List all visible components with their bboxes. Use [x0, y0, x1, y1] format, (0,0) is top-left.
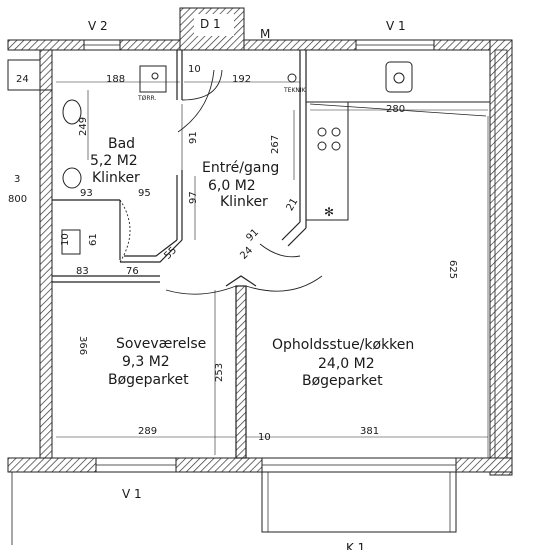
washer-icon [139, 65, 167, 93]
meter-icon [287, 73, 297, 83]
sove-floor: Bøgeparket [108, 372, 189, 388]
exterior-walls [7, 39, 513, 476]
dim-61: 61 [88, 233, 99, 246]
toilet-icon [62, 99, 82, 125]
ophold-area: 24,0 M2 [318, 356, 375, 372]
ophold-name: Opholdsstue/køkken [272, 337, 414, 353]
sink-icon [385, 61, 413, 93]
wall-top-left [7, 39, 85, 51]
dim-91b: 91 [244, 227, 261, 244]
sove-area: 9,3 M2 [122, 354, 170, 370]
door-swings [119, 69, 323, 295]
tag-side-3: 3 [14, 174, 20, 185]
entre-floor: Klinker [220, 194, 268, 210]
dim-10c: 10 [258, 432, 271, 443]
ophold-floor: Bøgeparket [302, 373, 383, 389]
tag-m: M [260, 27, 270, 41]
wall-bottom-left [7, 457, 97, 473]
dim-267: 267 [270, 135, 281, 154]
dim-10b: 10 [60, 233, 71, 246]
balcony-outline [261, 472, 457, 533]
dim-21: 21 [285, 196, 301, 213]
dim-10a: 10 [188, 64, 201, 75]
dim-289: 289 [138, 426, 157, 437]
dim-83: 83 [76, 266, 89, 277]
entre-name: Entré/gang [202, 160, 279, 176]
tag-v1-top: V 1 [386, 19, 406, 33]
interior-walls [52, 50, 307, 459]
wall-top-mid [119, 39, 181, 51]
wall-bottom-right [455, 457, 513, 473]
dim-91a: 91 [188, 131, 199, 144]
fan-icon: ✻ [324, 205, 334, 219]
tag-d1: D 1 [200, 17, 221, 31]
dim-93: 93 [80, 188, 93, 199]
dim-192: 192 [232, 74, 251, 85]
wall-right [489, 39, 513, 476]
wall-bottom-mid [175, 457, 263, 473]
tag-v1-bottom: V 1 [122, 487, 142, 501]
entre-area: 6,0 M2 [208, 178, 256, 194]
wall-left-top-hatch [39, 49, 53, 91]
stove-icon [317, 127, 327, 137]
dim-366: 366 [77, 336, 88, 355]
wall-left [39, 89, 53, 466]
dim-24b: 24 [238, 245, 255, 262]
dimension-lines [56, 81, 489, 458]
tag-tekn: TEKNIK [283, 87, 307, 94]
tag-torr: TØRR. [137, 95, 157, 102]
tag-side-800: 800 [8, 194, 27, 205]
tag-k1: K 1 [346, 541, 365, 550]
dim-253: 253 [214, 363, 225, 382]
dim-625: 625 [447, 260, 458, 279]
dim-381: 381 [360, 426, 379, 437]
dim-249: 249 [78, 117, 89, 136]
bad-name: Bad [108, 136, 135, 152]
bad-area: 5,2 M2 [90, 153, 138, 169]
sove-name: Soveværelse [116, 336, 206, 352]
dim-280: 280 [386, 104, 405, 115]
dim-188: 188 [106, 74, 125, 85]
dim-97: 97 [188, 191, 199, 204]
windows [11, 7, 457, 545]
wall-top-right [243, 39, 357, 51]
bad-floor: Klinker [92, 170, 140, 186]
dim-24: 24 [16, 74, 29, 85]
dim-76: 76 [126, 266, 139, 277]
tag-v2: V 2 [88, 19, 108, 33]
dim-55: 55 [162, 245, 179, 262]
washbasin-icon [62, 167, 82, 189]
kitchen-counter: ✻ [305, 49, 491, 221]
wall-partition [235, 285, 247, 459]
dim-95: 95 [138, 188, 151, 199]
